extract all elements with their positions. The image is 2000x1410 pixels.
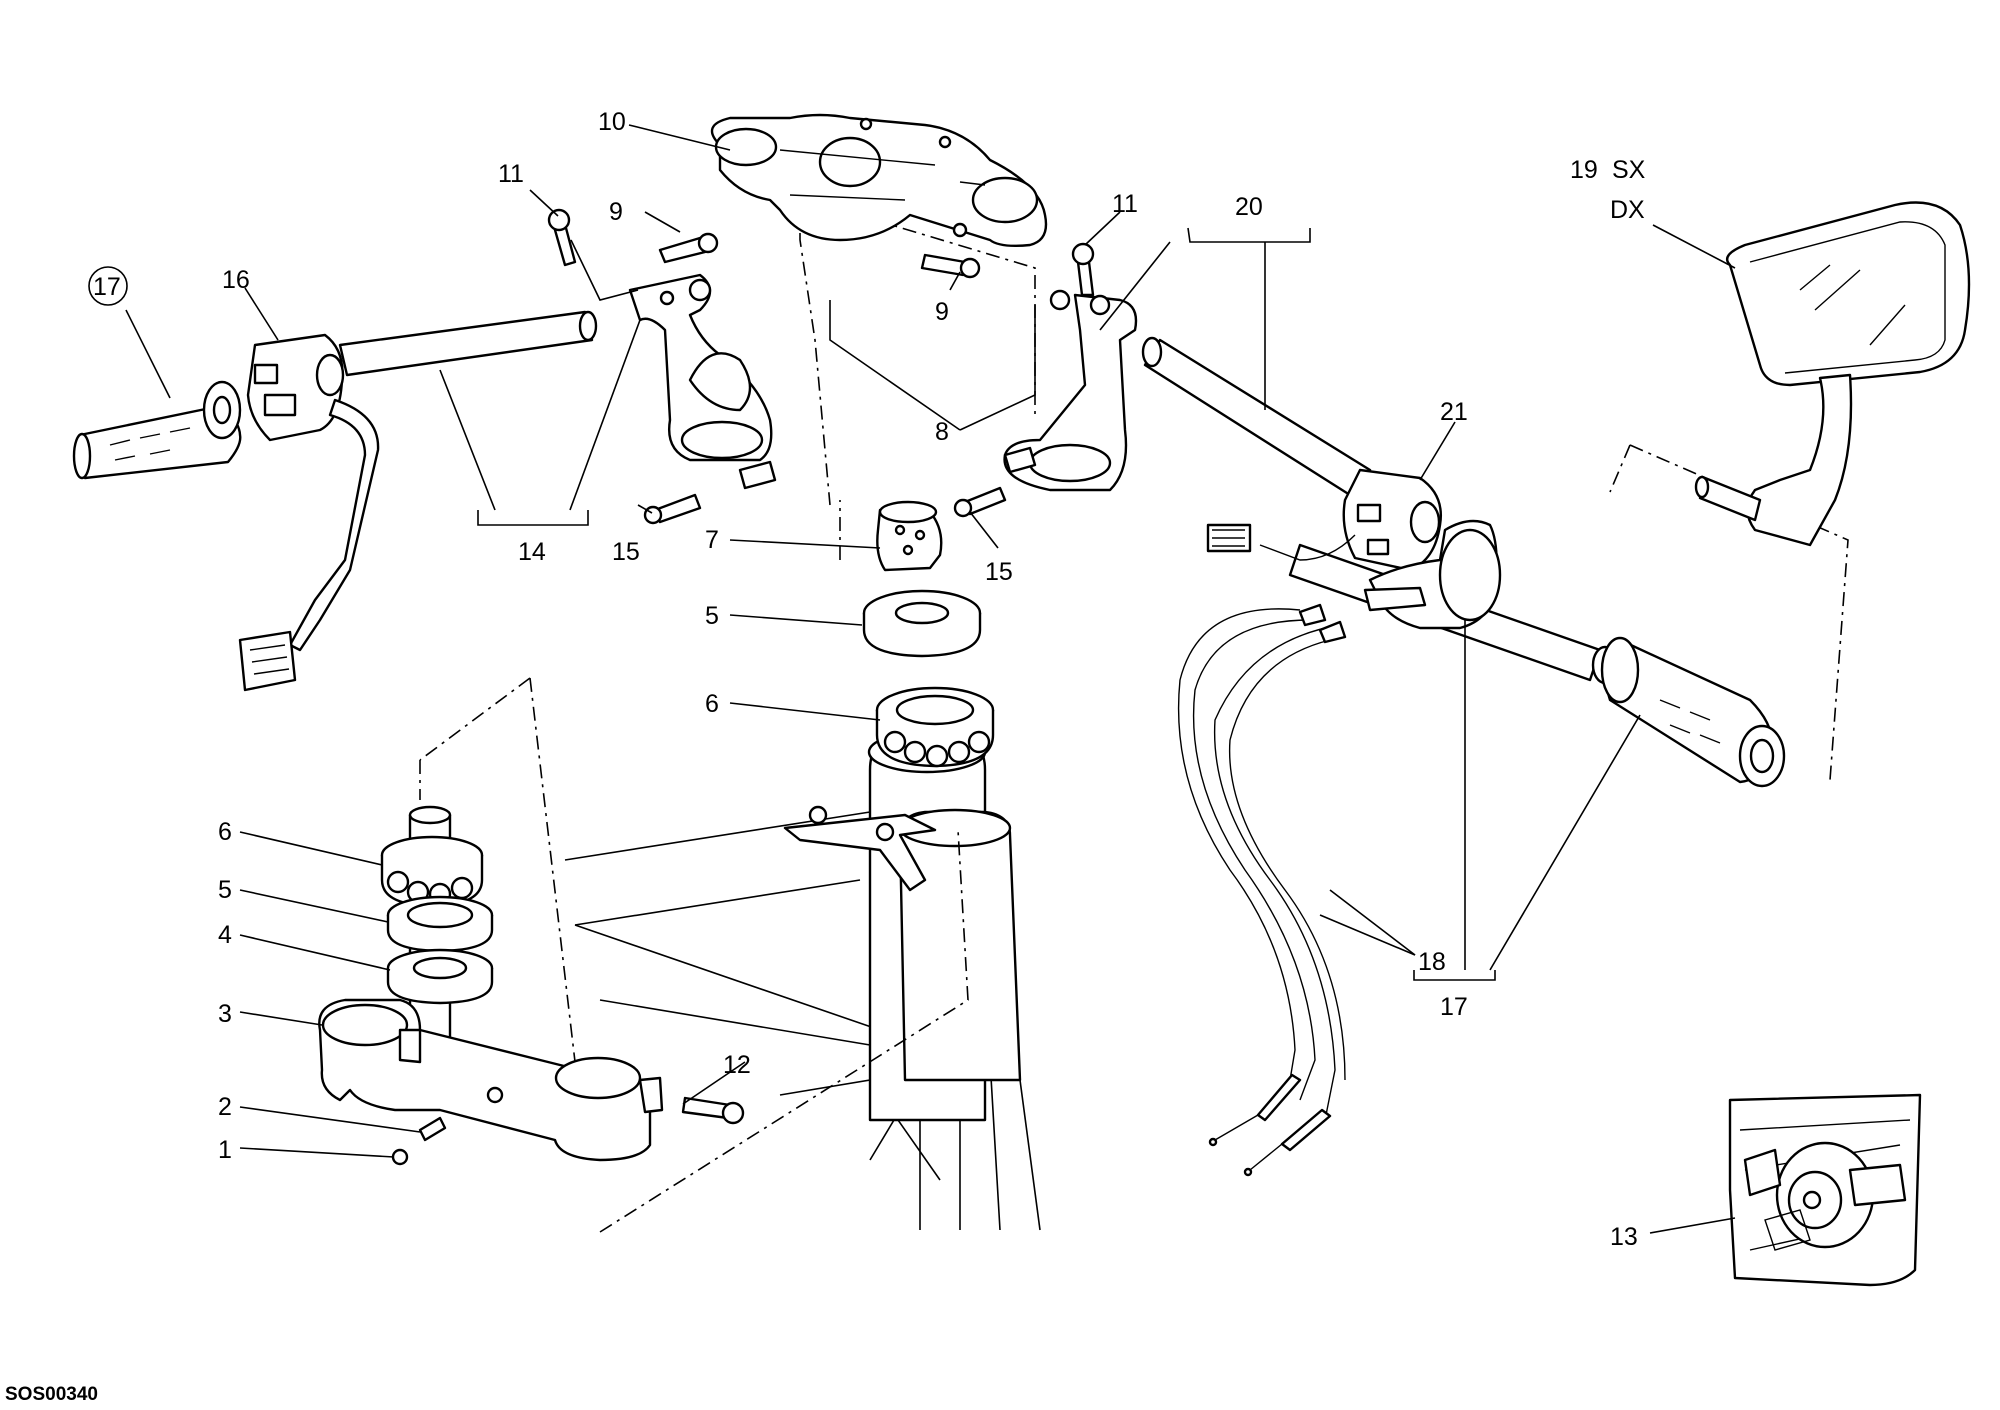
figure-code: SOS00340 (5, 1384, 98, 1405)
callout-2: 2 (218, 1093, 232, 1121)
callout-19-dx: DX (1610, 196, 1645, 224)
bearing-upper (875, 686, 995, 768)
frame-bracket (783, 805, 937, 892)
callout-19: 19 (1570, 156, 1598, 184)
bearing-lower (380, 835, 484, 908)
left-handlebar-clamp (628, 273, 777, 490)
callout-13: 13 (1610, 1223, 1638, 1251)
callout-10: 10 (598, 108, 626, 136)
callout-15-left: 15 (612, 538, 640, 566)
washer-upper (862, 589, 982, 658)
callout-12: 12 (723, 1051, 751, 1079)
callout-11-right: 11 (1112, 190, 1138, 218)
right-handlebar-clamp (1003, 289, 1138, 492)
callout-19-sx: SX (1612, 156, 1646, 184)
callout-11-left: 11 (498, 160, 524, 188)
screws (391, 208, 1095, 1166)
mirror-assembly (1694, 201, 1971, 547)
upper-triple-clamp (710, 113, 1048, 248)
callout-9-right: 9 (935, 298, 949, 326)
lower-triple-clamp (318, 998, 664, 1162)
callout-6-upper: 6 (705, 690, 719, 718)
left-handlebar-tube (338, 310, 598, 377)
steering-adjuster (876, 500, 943, 572)
callout-5-lower: 5 (218, 876, 232, 904)
inset-detail-13 (1728, 1093, 1922, 1287)
callout-1: 1 (218, 1136, 232, 1164)
callout-9-left: 9 (609, 198, 623, 226)
callout-18: 18 (1418, 948, 1446, 976)
callout-8: 8 (935, 418, 949, 446)
callout-6-lower: 6 (218, 818, 232, 846)
leader-lines (125, 124, 1736, 1234)
throttle-cables (1177, 603, 1347, 1177)
washer-lower (386, 895, 494, 953)
callout-15-right: 15 (985, 558, 1013, 586)
callout-labels: 1 2 3 4 5 6 5 6 7 8 9 9 10 11 11 12 13 1… (5, 108, 1646, 1405)
right-grip (1600, 636, 1786, 788)
right-switch-unit (1206, 468, 1442, 572)
callout-21: 21 (1440, 398, 1468, 426)
callout-17: 17 (1440, 993, 1468, 1021)
callout-5-upper: 5 (705, 602, 719, 630)
callout-17-circled: 17 (93, 273, 121, 301)
callout-20: 20 (1235, 193, 1263, 221)
callout-7: 7 (705, 526, 719, 554)
callout-14: 14 (518, 538, 546, 566)
seal-lower (386, 948, 494, 1005)
left-grip (72, 380, 242, 480)
left-switch-unit (238, 333, 380, 692)
callout-4: 4 (218, 921, 232, 949)
callout-16: 16 (222, 266, 250, 294)
throttle-housing (1363, 519, 1502, 630)
callout-3: 3 (218, 1000, 232, 1028)
